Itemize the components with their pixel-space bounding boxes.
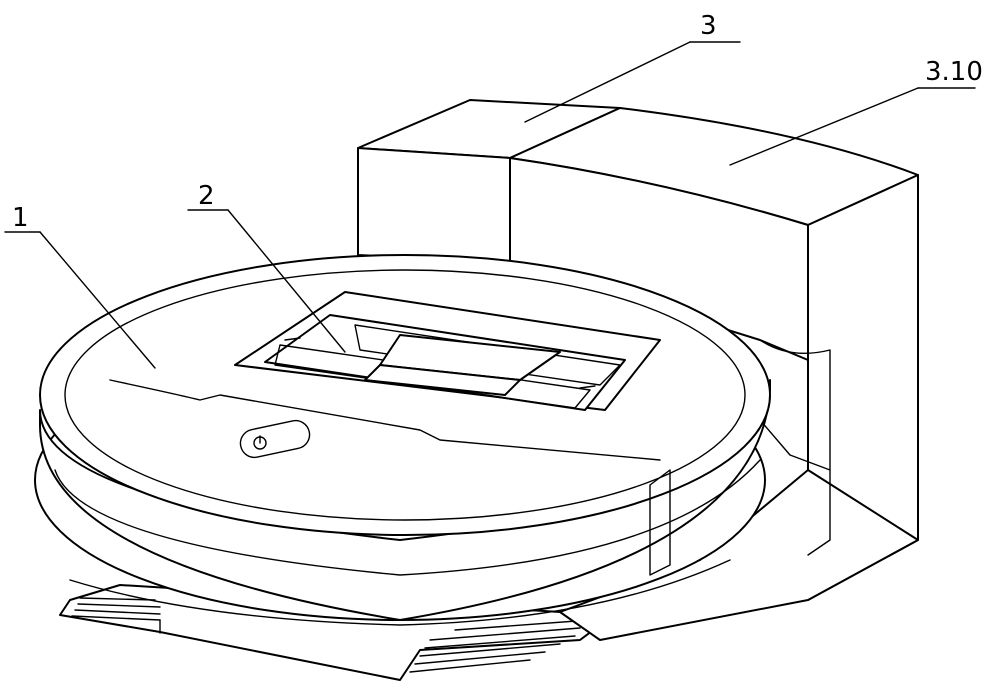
- label-2-text: 2: [198, 181, 215, 211]
- top-panel: [234, 291, 661, 411]
- label-3: 3: [524, 11, 741, 123]
- dock-station: [357, 99, 919, 641]
- label-3-text: 3: [700, 11, 717, 41]
- label-1: 1: [4, 203, 156, 369]
- label-2: 2: [187, 181, 346, 353]
- label-3-10-text: 3.10: [925, 57, 983, 87]
- label-1-text: 1: [12, 203, 29, 233]
- label-3-10: 3.10: [729, 57, 983, 166]
